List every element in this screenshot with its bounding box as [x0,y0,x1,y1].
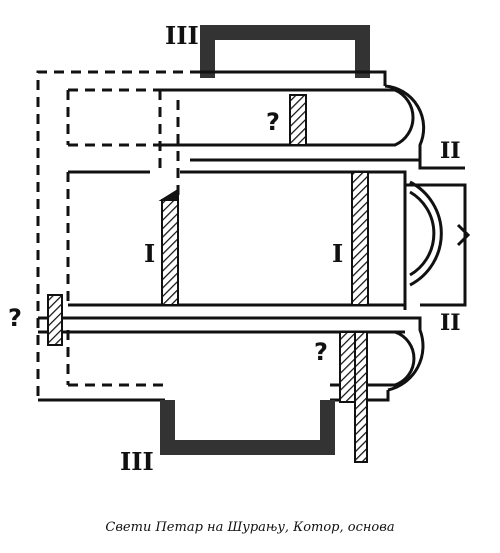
figure-caption: Свети Петар на Шурању, Котор, основа [105,520,395,535]
apse [405,180,471,307]
phase-3-bottom-label: III [120,447,154,476]
outer-wall [38,70,390,402]
floor-plan-diagram: III III II II I I ? ? ? [8,21,471,476]
phase-3-bottom-annex [160,400,335,455]
question-mark-top: ? [266,108,280,136]
phase-2-top-label: II [440,138,461,164]
south-aisle [68,316,425,392]
phase-2-bottom-label: II [440,310,461,336]
phase-3-top-annex [200,25,370,78]
north-aisle [160,84,465,170]
question-mark-bottom: ? [314,338,328,366]
main-nave [38,170,407,334]
phase-1-left-label: I [144,239,155,268]
dashed-outline [36,70,200,400]
question-mark-left: ? [8,304,22,332]
phase-3-top-label: III [165,21,199,50]
phase-1-walls [47,94,369,463]
phase-1-right-label: I [332,239,343,268]
